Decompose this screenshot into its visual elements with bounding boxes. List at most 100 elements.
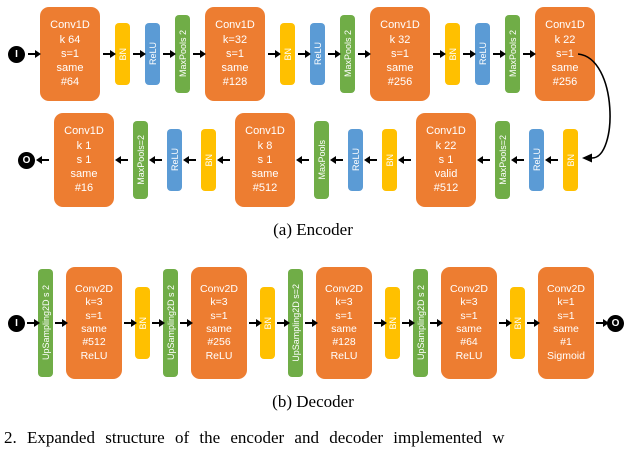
vertical-label: BN: [565, 153, 576, 167]
conv-line: s=1: [557, 309, 575, 322]
flow-arrow-right: [493, 49, 506, 58]
conv-line: #256: [387, 76, 413, 89]
conv-line: valid: [434, 168, 458, 181]
flow-arrow-right: [124, 318, 137, 327]
flow-arrow-right: [402, 318, 415, 327]
flow-arrow-right: [305, 318, 318, 327]
maxpool-block: MaxPools: [314, 121, 329, 199]
conv-line: Conv1D: [50, 19, 90, 32]
conv-line: Sigmoid: [547, 349, 585, 362]
vertical-label: ReLU: [531, 148, 542, 172]
flow-arrow-right: [358, 49, 371, 58]
conv-line: same: [56, 62, 84, 75]
vertical-label: ReLU: [350, 148, 361, 172]
conv-line: s=1: [460, 309, 478, 322]
conv-line: k 22: [435, 139, 457, 152]
vertical-label: MaxPools=2: [497, 135, 508, 185]
flow-arrow-right: [163, 49, 176, 58]
conv-line: k=3: [460, 296, 478, 309]
conv-line: #512: [252, 182, 278, 195]
maxpool-block: MaxPools=2: [133, 121, 148, 199]
batchnorm-block: BN: [385, 287, 400, 359]
conv-line: #256: [207, 336, 231, 349]
conv-line: s=1: [60, 47, 80, 60]
conv-line: Conv2D: [325, 282, 363, 295]
flow-arrow-right: [328, 49, 341, 58]
batchnorm-block: BN: [280, 23, 295, 85]
conv-line: same: [251, 168, 279, 181]
conv-line: Conv1D: [426, 125, 466, 138]
conv-line: #128: [332, 336, 356, 349]
conv-line: k 32: [389, 33, 411, 46]
conv-line: s 1: [257, 153, 273, 166]
vertical-label: MaxPools: [316, 140, 327, 180]
conv-line: same: [81, 323, 107, 335]
flow-arrow-left: [149, 155, 162, 164]
batchnorm-block: BN: [563, 129, 578, 191]
flow-arrow-right: [298, 49, 311, 58]
conv-line: ReLU: [455, 349, 483, 362]
flow-arrow-right: [193, 49, 206, 58]
conv-line: s=1: [335, 309, 353, 322]
conv-line: #256: [552, 76, 578, 89]
flow-arrow-right: [55, 318, 68, 327]
flow-arrow-left: [217, 155, 230, 164]
flow-arrow-left: [330, 155, 343, 164]
vertical-label: BN: [384, 153, 395, 167]
flow-arrow-left: [364, 155, 377, 164]
conv-line: k=32: [222, 33, 248, 46]
conv-line: same: [206, 323, 232, 335]
conv-line: same: [386, 62, 414, 75]
vertical-label: UpSampling2D s 2: [40, 285, 51, 361]
conv-line: #64: [460, 336, 478, 349]
flow-arrow-right: [28, 49, 41, 58]
flow-arrow-right: [374, 318, 387, 327]
flow-arrow-right: [527, 318, 540, 327]
conv-line: ReLU: [205, 349, 233, 362]
conv-line: same: [331, 323, 357, 335]
vertical-label: MaxPools 2: [507, 30, 518, 78]
flow-arrow-left: [296, 155, 309, 164]
conv-line: Conv1D: [64, 125, 104, 138]
conv-line: #512: [82, 336, 106, 349]
batchnorm-block: BN: [510, 287, 525, 359]
upsampling-block: UpSampling2D s=2: [288, 269, 303, 377]
conv-line: s 1: [76, 153, 92, 166]
flow-arrow-right: [180, 318, 193, 327]
conv-line: s=1: [555, 47, 575, 60]
figure-caption: 2. Expanded structure of the encoder and…: [4, 428, 505, 447]
flow-arrow-right: [430, 318, 443, 327]
batchnorm-block: BN: [115, 23, 130, 85]
conv-line: k 22: [554, 33, 576, 46]
conv-line: #64: [60, 76, 80, 89]
encoder-output: O: [18, 151, 35, 169]
flow-arrow-right: [103, 49, 116, 58]
conv-line: #512: [433, 182, 459, 195]
conv-line: ReLU: [330, 349, 358, 362]
relu-block: ReLU: [529, 129, 544, 191]
flow-arrow-left: [398, 155, 411, 164]
vertical-label: ReLU: [312, 42, 323, 66]
flow-arrow-left: [115, 155, 128, 164]
decoder-caption: (b) Decoder: [272, 392, 354, 411]
batchnorm-block: BN: [260, 287, 275, 359]
conv-line: Conv2D: [200, 282, 238, 295]
maxpool-block: MaxPools 2: [175, 15, 190, 93]
conv-line: same: [221, 62, 249, 75]
conv-line: #128: [222, 76, 248, 89]
flow-arrow-left: [183, 155, 196, 164]
conv-line: Conv2D: [547, 282, 585, 295]
vertical-label: ReLU: [169, 148, 180, 172]
batchnorm-block: BN: [445, 23, 460, 85]
batchnorm-block: BN: [135, 287, 150, 359]
flow-arrow-left: [36, 155, 49, 164]
encoder-wraparound-arrow: [578, 53, 611, 163]
